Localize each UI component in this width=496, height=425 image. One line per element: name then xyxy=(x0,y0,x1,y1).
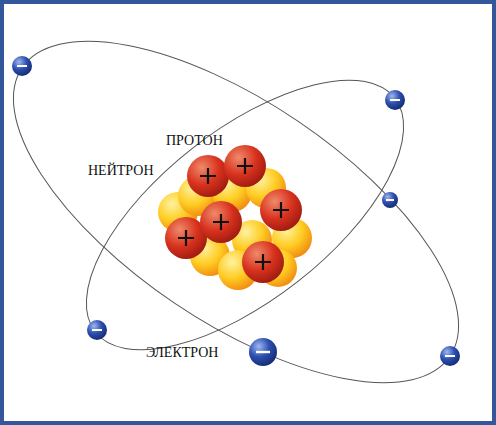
electron xyxy=(12,56,32,76)
nucleus xyxy=(158,145,312,290)
protons xyxy=(165,145,302,283)
electron xyxy=(440,346,460,366)
electron xyxy=(385,90,405,110)
plus-signs xyxy=(178,158,289,270)
electrons xyxy=(12,56,460,366)
electron xyxy=(249,338,277,366)
electron xyxy=(87,320,107,340)
electron xyxy=(382,192,398,208)
part-label: ПРОТОН xyxy=(166,134,223,148)
part-label: НЕЙТРОН xyxy=(88,164,154,178)
neutrons xyxy=(158,168,312,290)
part-label: ЭЛЕКТРОН xyxy=(146,346,218,360)
orbit xyxy=(43,31,447,399)
